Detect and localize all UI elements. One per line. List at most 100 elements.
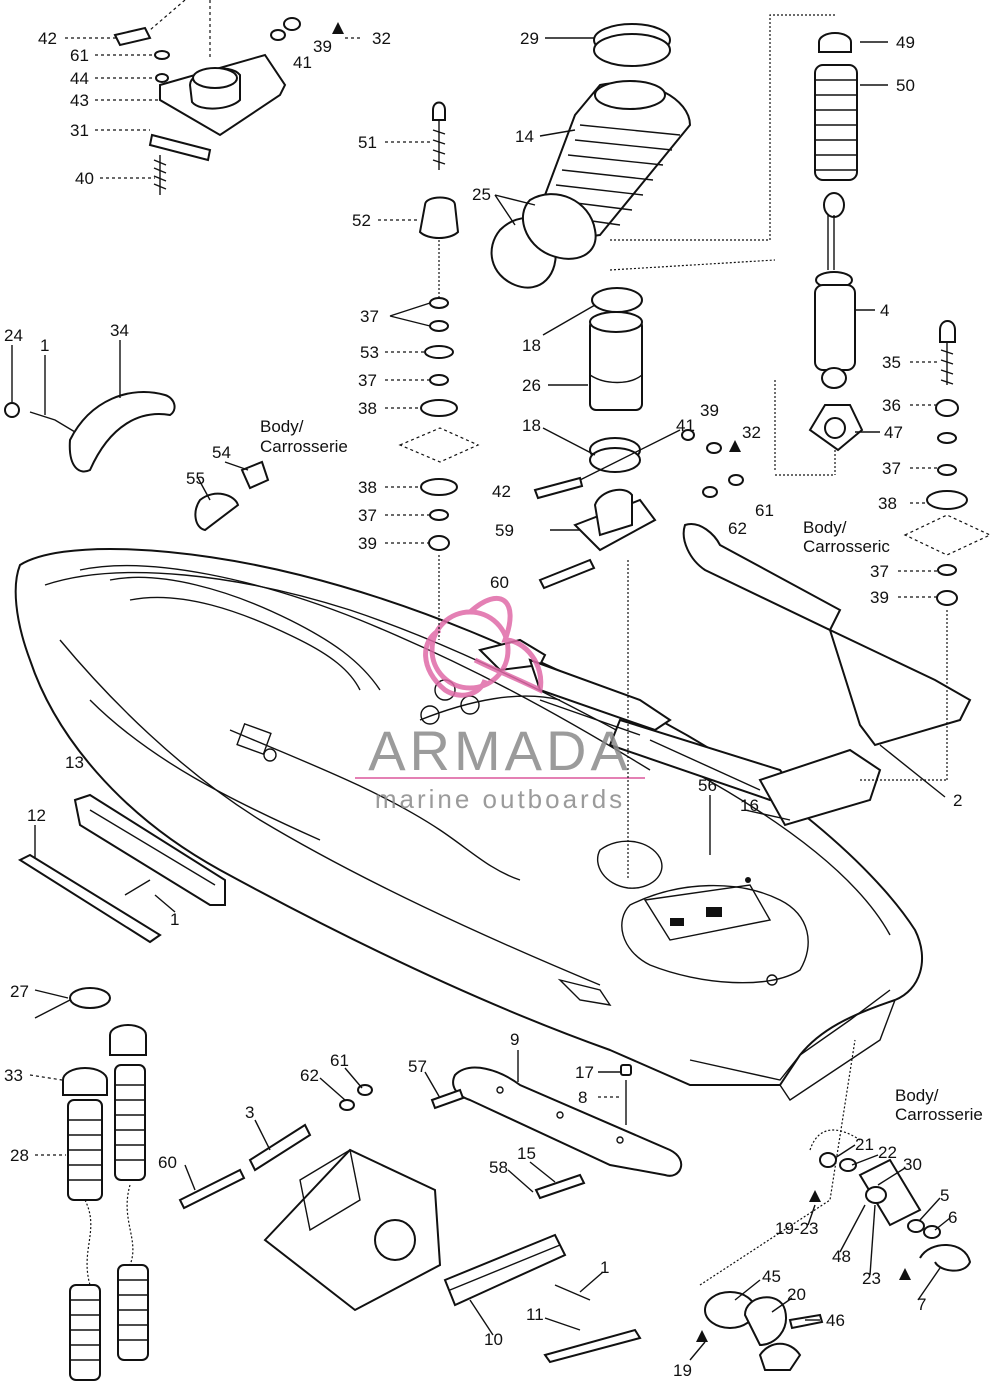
callout-58: 58 — [489, 1158, 508, 1177]
body-label-en-bottom: Body/ — [895, 1086, 939, 1105]
callout-57: 57 — [408, 1057, 427, 1076]
callout-25: 25 — [472, 185, 491, 204]
callout-21: 21 — [855, 1135, 874, 1154]
callout-53: 53 — [360, 343, 379, 362]
callout-47: 47 — [884, 423, 903, 442]
center-mount-stack — [398, 101, 480, 640]
callout-37: 37 — [870, 562, 889, 581]
callout-39: 39 — [700, 401, 719, 420]
callout-29: 29 — [520, 29, 539, 48]
body-hull — [14, 548, 924, 1101]
callout-15: 15 — [517, 1144, 536, 1163]
callout-51: 51 — [358, 133, 377, 152]
callout-33: 33 — [4, 1066, 23, 1085]
duct-assembly — [490, 14, 835, 473]
callout-18: 18 — [522, 336, 541, 355]
callout-17: 17 — [575, 1063, 594, 1082]
callout-34: 34 — [110, 321, 129, 340]
callout-37: 37 — [358, 371, 377, 390]
callout-39: 39 — [870, 588, 889, 607]
callout-1: 1 — [170, 910, 179, 929]
rails — [17, 793, 642, 1364]
callout-26: 26 — [522, 376, 541, 395]
callout-1: 1 — [40, 336, 49, 355]
callout-28: 28 — [10, 1146, 29, 1165]
callout-11: 11 — [526, 1305, 544, 1324]
callout-31: 31 — [70, 121, 89, 140]
callout-61: 61 — [70, 46, 89, 65]
callout-37: 37 — [358, 506, 377, 525]
callout-16: 16 — [740, 796, 759, 815]
watermark-logo: ARMADA marine outboards — [355, 595, 645, 814]
callout-61: 61 — [755, 501, 774, 520]
callout-49: 49 — [896, 33, 915, 52]
callout-6: 6 — [948, 1208, 957, 1227]
callout-1: 1 — [600, 1258, 609, 1277]
callout-8: 8 — [578, 1088, 587, 1107]
callout-50: 50 — [896, 76, 915, 95]
callout-23: 23 — [862, 1269, 881, 1288]
callout-24: 24 — [4, 326, 23, 345]
deck-mats — [478, 523, 972, 827]
leader-lines — [11, 37, 951, 1361]
callout-54: 54 — [212, 443, 231, 462]
callout-43: 43 — [70, 91, 89, 110]
callout-38: 38 — [878, 494, 897, 513]
callout-30: 30 — [903, 1155, 922, 1174]
callout-60: 60 — [490, 573, 509, 592]
callout-32: 32 — [372, 29, 391, 48]
body-label-fr-right: Carrosseric — [803, 537, 890, 556]
bellows-boots — [34, 987, 149, 1381]
callout-37: 37 — [360, 307, 379, 326]
callout-27: 27 — [10, 982, 29, 1001]
callout-22: 22 — [878, 1143, 897, 1162]
pedestal-bracket — [178, 1084, 442, 1312]
callout-42: 42 — [38, 29, 57, 48]
callout-40: 40 — [75, 169, 94, 188]
handle-and-bolt — [430, 1064, 683, 1200]
right-mount-stack — [860, 320, 992, 781]
top-left-bracket-assembly — [113, 0, 344, 195]
body-label-fr-bottom: Carrosserie — [895, 1105, 983, 1124]
callout-10: 10 — [484, 1330, 503, 1349]
callout-46: 46 — [826, 1311, 845, 1330]
callout-32: 32 — [742, 423, 761, 442]
callout-5: 5 — [940, 1186, 949, 1205]
callout-35: 35 — [882, 353, 901, 372]
callout-44: 44 — [70, 69, 89, 88]
callout-48: 48 — [832, 1247, 851, 1266]
callout-55: 55 — [186, 469, 205, 488]
callout-56: 56 — [698, 776, 717, 795]
callout-9: 9 — [510, 1030, 519, 1049]
callout-59: 59 — [495, 521, 514, 540]
callout-12: 12 — [27, 806, 46, 825]
callout-14: 14 — [515, 127, 534, 146]
body-label-en: Body/ — [260, 417, 304, 436]
body-label-fr: Carrosserie — [260, 437, 348, 456]
callout-4: 4 — [880, 301, 889, 320]
callout-60: 60 — [158, 1153, 177, 1172]
callout-41: 41 — [676, 416, 695, 435]
callout-42: 42 — [492, 482, 511, 501]
callout-18: 18 — [522, 416, 541, 435]
body-label-en-right: Body/ — [803, 518, 847, 537]
callout-20: 20 — [787, 1285, 806, 1304]
callout-7: 7 — [917, 1295, 926, 1314]
callout-39: 39 — [358, 534, 377, 553]
watermark-brand: ARMADA — [368, 719, 632, 782]
callout-45: 45 — [762, 1267, 781, 1286]
callout-41: 41 — [293, 53, 312, 72]
callout-19: 19 — [673, 1361, 692, 1380]
callout-13: 13 — [65, 753, 84, 772]
callout-39: 39 — [313, 37, 332, 56]
callout-62: 62 — [300, 1066, 319, 1085]
callout-labels: 42 61 44 43 31 40 39 41 32 51 52 37 53 3… — [4, 29, 983, 1380]
callout-2: 2 — [953, 791, 962, 810]
callout-3: 3 — [245, 1103, 254, 1122]
center-bracket-59 — [533, 380, 776, 880]
callout-52: 52 — [352, 211, 371, 230]
left-small-parts — [4, 391, 270, 532]
callout-38: 38 — [358, 478, 377, 497]
watermark-tagline: marine outboards — [375, 784, 625, 814]
